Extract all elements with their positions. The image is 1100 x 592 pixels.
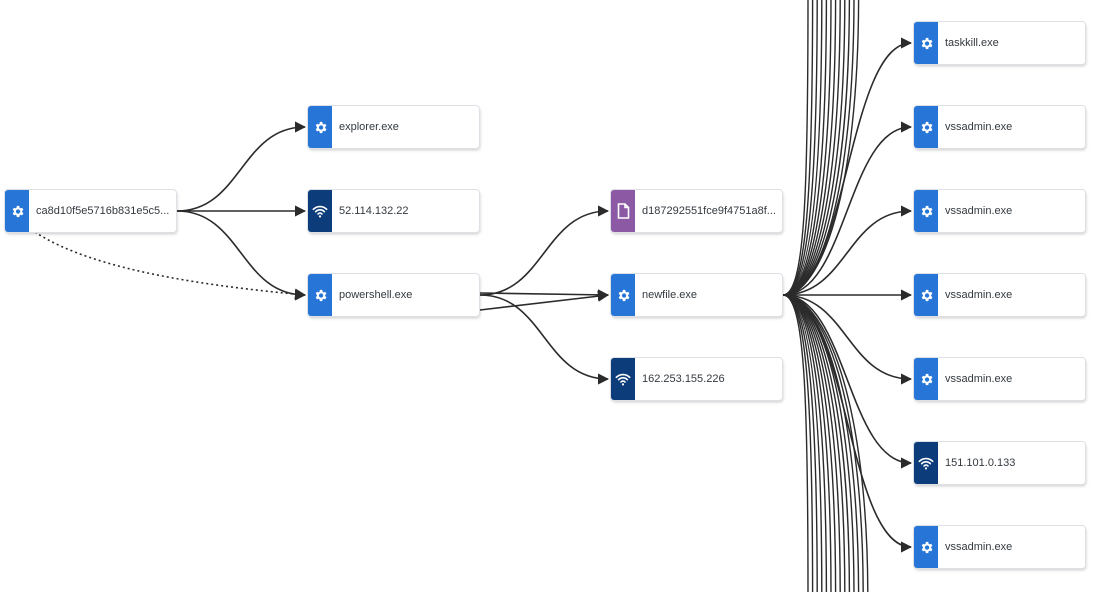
edge-offscreen bbox=[782, 294, 860, 592]
edge-offscreen bbox=[782, 0, 818, 296]
gear-icon bbox=[914, 274, 938, 316]
gear-icon bbox=[914, 190, 938, 232]
node-ip-52-114-132-22[interactable]: 52.114.132.22 bbox=[308, 190, 479, 232]
gear-icon bbox=[5, 190, 29, 232]
gear-icon bbox=[921, 121, 932, 133]
node-label: d187292551fce9f4751a8f... bbox=[642, 205, 776, 217]
gear-icon bbox=[921, 541, 932, 553]
gear-icon bbox=[914, 358, 938, 400]
edge-offscreen bbox=[782, 0, 828, 296]
edge-offscreen bbox=[782, 294, 828, 592]
gear-icon bbox=[921, 289, 932, 301]
edge-offscreen bbox=[782, 294, 832, 592]
gear-icon bbox=[921, 373, 932, 385]
node-label: ca8d10f5e5716b831e5c5... bbox=[36, 205, 170, 217]
edge bbox=[782, 294, 913, 385]
node-taskkill[interactable]: taskkill.exe bbox=[914, 22, 1085, 64]
edge-offscreen bbox=[782, 294, 823, 592]
node-label: powershell.exe bbox=[339, 289, 413, 301]
node-vssadmin-3[interactable]: vssadmin.exe bbox=[914, 274, 1085, 316]
gear-icon bbox=[914, 22, 938, 64]
edge-offscreen bbox=[782, 0, 809, 296]
node-label: taskkill.exe bbox=[945, 37, 999, 49]
node-file-d187292551[interactable]: d187292551fce9f4751a8f... bbox=[611, 190, 782, 232]
wifi-icon bbox=[312, 205, 328, 218]
edge bbox=[176, 121, 307, 212]
wifi-icon bbox=[918, 457, 934, 470]
file-icon bbox=[617, 203, 629, 219]
wifi-icon bbox=[914, 442, 938, 484]
node-vssadmin-1[interactable]: vssadmin.exe bbox=[914, 106, 1085, 148]
edge-offscreen bbox=[782, 0, 823, 296]
node-label: vssadmin.exe bbox=[945, 373, 1013, 385]
gear-icon bbox=[618, 289, 629, 301]
node-label: 162.253.155.226 bbox=[642, 373, 725, 385]
edge bbox=[782, 121, 913, 296]
node-label: vssadmin.exe bbox=[945, 541, 1013, 553]
edge-offscreen bbox=[782, 294, 818, 592]
edge-offscreen bbox=[782, 0, 860, 296]
edge-offscreen bbox=[782, 0, 832, 296]
gear-icon bbox=[12, 205, 23, 217]
gear-icon bbox=[921, 205, 932, 217]
gear-icon bbox=[914, 526, 938, 568]
gear-icon bbox=[315, 289, 326, 301]
edge bbox=[176, 210, 307, 301]
gear-icon bbox=[308, 106, 332, 148]
edge bbox=[479, 294, 610, 385]
node-newfile[interactable]: newfile.exe bbox=[611, 274, 782, 316]
wifi-icon bbox=[308, 190, 332, 232]
node-root-process[interactable]: ca8d10f5e5716b831e5c5... bbox=[5, 190, 176, 232]
node-label: explorer.exe bbox=[339, 121, 399, 133]
node-label: vssadmin.exe bbox=[945, 205, 1013, 217]
gear-icon bbox=[315, 121, 326, 133]
node-powershell[interactable]: powershell.exe bbox=[308, 274, 479, 316]
wifi-icon bbox=[611, 358, 635, 400]
wifi-icon bbox=[615, 373, 631, 386]
edge bbox=[782, 205, 913, 296]
file-icon bbox=[611, 190, 635, 232]
node-label: vssadmin.exe bbox=[945, 289, 1013, 301]
edge bbox=[782, 294, 913, 469]
edge bbox=[479, 290, 610, 311]
edge-offscreen bbox=[782, 294, 869, 592]
node-vssadmin-4[interactable]: vssadmin.exe bbox=[914, 358, 1085, 400]
node-vssadmin-2[interactable]: vssadmin.exe bbox=[914, 190, 1085, 232]
node-label: vssadmin.exe bbox=[945, 121, 1013, 133]
edge bbox=[479, 205, 610, 296]
node-label: newfile.exe bbox=[642, 289, 698, 301]
node-ip-151-101-0-133[interactable]: 151.101.0.133 bbox=[914, 442, 1085, 484]
node-label: 151.101.0.133 bbox=[945, 457, 1016, 469]
gear-icon bbox=[611, 274, 635, 316]
edge bbox=[479, 289, 610, 301]
node-ip-162-253-155-226[interactable]: 162.253.155.226 bbox=[611, 358, 782, 400]
node-label: 52.114.132.22 bbox=[339, 205, 409, 217]
gear-icon bbox=[921, 37, 932, 49]
node-explorer[interactable]: explorer.exe bbox=[308, 106, 479, 148]
gear-icon bbox=[914, 106, 938, 148]
node-vssadmin-5[interactable]: vssadmin.exe bbox=[914, 526, 1085, 568]
edge-offscreen bbox=[782, 294, 809, 592]
edge-dotted bbox=[34, 231, 307, 300]
gear-icon bbox=[308, 274, 332, 316]
